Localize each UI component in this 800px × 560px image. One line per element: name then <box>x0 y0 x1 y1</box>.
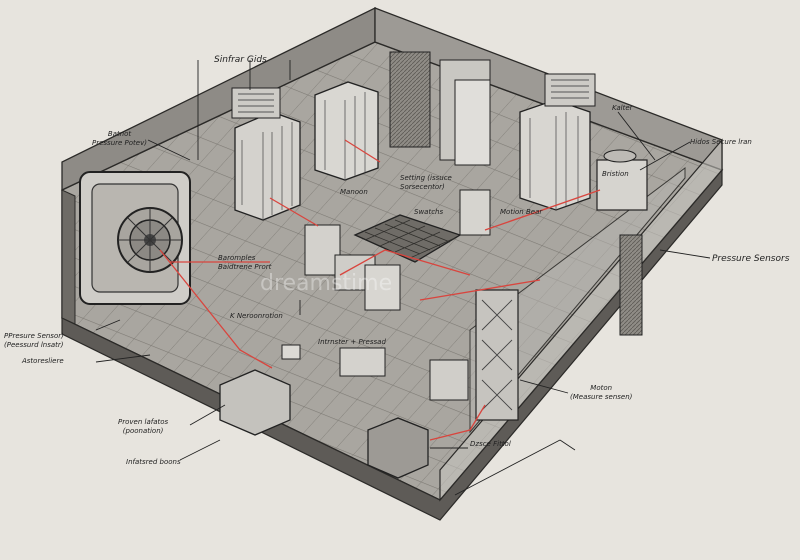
label-kalter: Kalter <box>612 104 633 112</box>
watermark: dreamstime <box>260 271 393 296</box>
control-grid-panels <box>231 73 596 119</box>
bristion-box <box>596 149 648 211</box>
label-pressure-sensor-left: PPresure Sensor) (Peessurd lnsatr) <box>4 332 64 349</box>
vault-door <box>79 171 191 305</box>
front-equipment <box>219 344 469 479</box>
label-pressure-sensors: Pressure Sensors <box>712 254 790 264</box>
leader-lines <box>95 60 711 496</box>
label-batnot-pressure: Batnot Pressure Potev) <box>92 130 147 147</box>
right-inner-wall <box>469 166 686 434</box>
label-k-nemoreetion: K Neroonrotion <box>230 312 283 320</box>
left-front-wall <box>61 189 76 325</box>
server-cabinet-right <box>519 99 591 211</box>
label-intruder-pressad: Intrnster + Pressad <box>318 338 386 346</box>
label-control-grids: Sinfrar Gids <box>214 55 267 65</box>
server-cabinet-center <box>314 81 379 181</box>
label-infatsred-boons: Infatsred boons <box>126 458 181 466</box>
label-hidos-secure: Hidos Secure lran <box>690 138 752 146</box>
label-barometric: Baromples Baidtrene Prort <box>218 254 272 271</box>
label-manoon: Manoon <box>340 188 368 196</box>
server-cabinet-left <box>234 111 301 221</box>
label-motion-measure: Moton (Measure sensen) <box>570 384 633 401</box>
machines-center <box>304 189 491 311</box>
right-tall-racks <box>475 234 643 421</box>
wall-racks <box>389 51 491 166</box>
label-proven-infatos: Proven lafatos (poonation) <box>118 418 169 435</box>
laser-beams <box>159 139 601 441</box>
label-setting-screen: Setting (issuce Sorsecentor) <box>400 174 452 191</box>
label-motion-bear: Motion Bear <box>500 208 543 216</box>
label-bristion: Bristion <box>602 170 629 178</box>
label-dzsce-fittol: Dzsce Fittol <box>470 440 511 448</box>
label-switchs: Swatchs <box>414 208 444 216</box>
label-astrestiere: Astoresliere <box>22 357 64 365</box>
